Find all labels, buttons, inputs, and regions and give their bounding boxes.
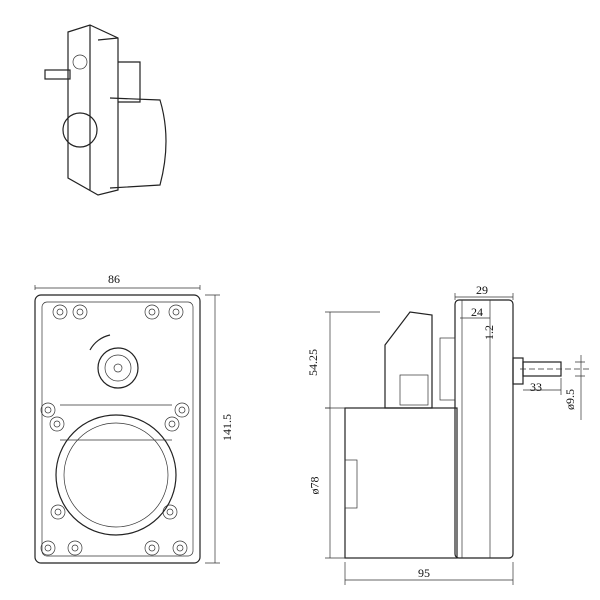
dim-54-25: 54.25 [306, 349, 320, 376]
dimension-lines [34, 285, 585, 585]
dim-shaft-33: 33 [530, 380, 542, 394]
isometric-view [44, 24, 167, 196]
dim-length-95: 95 [418, 566, 430, 580]
dim-height-141-5: 141.5 [220, 414, 234, 441]
dim-29: 29 [476, 283, 488, 297]
front-view [34, 294, 201, 564]
dim-shaft-diameter: ø9.5 [563, 389, 577, 410]
dim-1-2: 1.2 [482, 325, 496, 340]
dim-width-86: 86 [108, 272, 120, 286]
side-view [344, 299, 590, 559]
dim-24: 24 [471, 305, 483, 319]
dim-motor-diameter: ø78 [307, 476, 322, 495]
